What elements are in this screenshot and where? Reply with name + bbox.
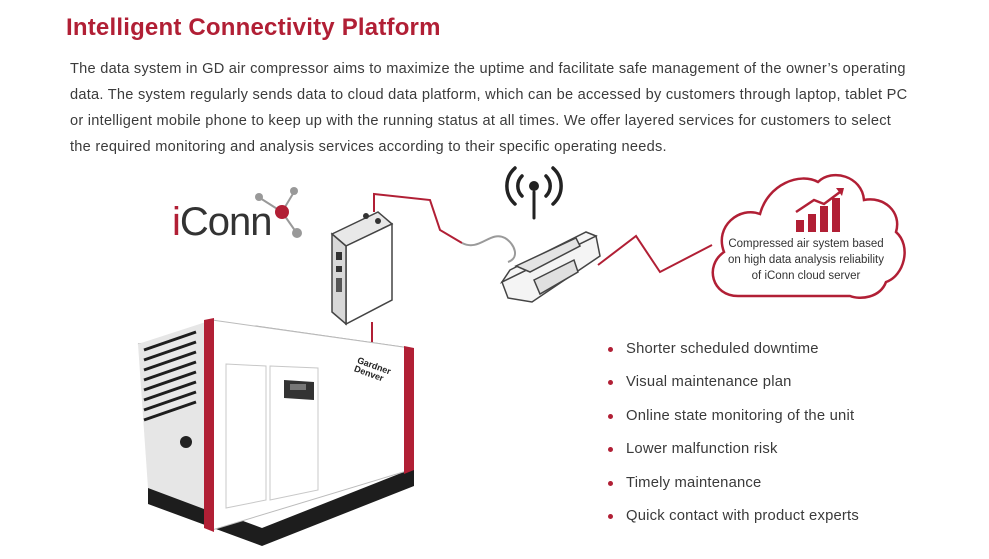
feature-item: Online state monitoring of the unit: [606, 405, 859, 438]
cloud-caption-line: of iConn cloud server: [751, 270, 861, 282]
feature-text: Quick contact with product experts: [626, 507, 859, 524]
iconn-logo: iConn: [172, 200, 273, 245]
base-to-cloud-line: [597, 234, 713, 274]
bullet-dot-icon: [608, 413, 613, 419]
feature-item: Shorter scheduled downtime: [606, 338, 859, 371]
intro-line: The data system in GD air compressor aim…: [70, 61, 906, 77]
intro-line: or intelligent mobile phone to keep up w…: [70, 113, 892, 129]
bullet-dot-icon: [608, 513, 613, 519]
feature-item: Lower malfunction risk: [606, 438, 859, 471]
feature-list: Shorter scheduled downtime Visual mainte…: [606, 338, 859, 538]
bullet-dot-icon: [608, 480, 613, 486]
feature-text: Visual maintenance plan: [626, 374, 792, 391]
feature-text: Lower malfunction risk: [626, 441, 778, 458]
bullet-dot-icon: [608, 347, 613, 352]
wifi-signal-icon: [505, 166, 563, 220]
intro-line: the required monitoring and analysis ser…: [70, 139, 667, 155]
feature-item: Quick contact with product experts: [606, 505, 859, 538]
feature-item: Timely maintenance: [606, 472, 859, 505]
antenna-cable: [461, 235, 516, 263]
cloud-caption-line: Compressed air system based: [728, 238, 884, 250]
bullet-dot-icon: [608, 447, 613, 453]
feature-text: Timely maintenance: [626, 474, 762, 491]
gateway-box: [330, 211, 394, 326]
growth-chart-icon: [795, 188, 844, 232]
intro-line: data. The system regularly sends data to…: [70, 87, 908, 103]
intro-paragraph: The data system in GD air compressor aim…: [70, 56, 950, 160]
cloud-caption: Compressed air system based on high data…: [722, 236, 890, 284]
compressor-to-box-line: [371, 322, 378, 346]
network-nodes-icon: [255, 187, 302, 238]
page-title: Intelligent Connectivity Platform: [66, 14, 441, 41]
logo-prefix: i: [172, 200, 181, 244]
box-to-antenna-line: [373, 192, 463, 244]
feature-text: Shorter scheduled downtime: [626, 341, 819, 357]
antenna-base: [499, 231, 601, 303]
cloud-shape: [711, 173, 906, 299]
compressor-unit: [137, 318, 414, 546]
feature-text: Online state monitoring of the unit: [626, 407, 855, 424]
cloud-caption-line: on high data analysis reliability: [728, 254, 884, 266]
bullet-dot-icon: [608, 380, 613, 386]
logo-suffix: Conn: [179, 200, 273, 244]
feature-item: Visual maintenance plan: [606, 371, 859, 404]
